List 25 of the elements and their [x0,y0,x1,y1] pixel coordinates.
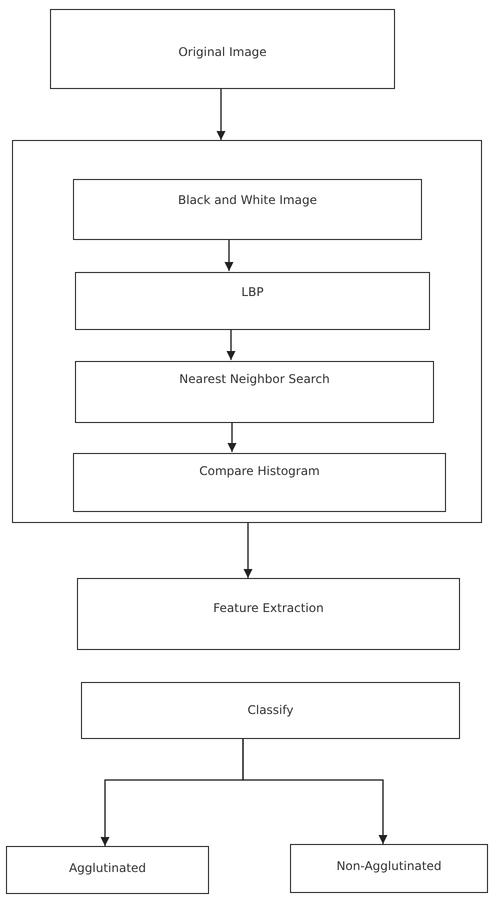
box-label: LBP [240,285,265,299]
process-box [77,578,460,650]
box-label: Original Image [177,45,268,59]
box-label: Agglutinated [68,861,148,875]
process-box [73,453,446,512]
arrow [227,422,237,452]
box-label: Classify [246,703,295,717]
arrow [226,329,236,360]
box-label: Compare Histogram [198,464,321,478]
arrow [224,239,234,271]
process-box [6,846,209,894]
process-box [73,179,422,240]
arrow [216,89,226,140]
box-label: Feature Extraction [212,601,325,615]
group-box [12,140,482,523]
arrow [242,739,388,844]
process-box [290,844,488,893]
box-label: Nearest Neighbor Search [178,372,331,386]
process-box [75,272,430,330]
process-box [81,682,460,739]
process-box [50,9,395,89]
box-label: Black and White Image [177,193,318,207]
box-label: Non-Agglutinated [335,859,443,873]
arrow [243,523,253,578]
process-box [75,361,434,423]
